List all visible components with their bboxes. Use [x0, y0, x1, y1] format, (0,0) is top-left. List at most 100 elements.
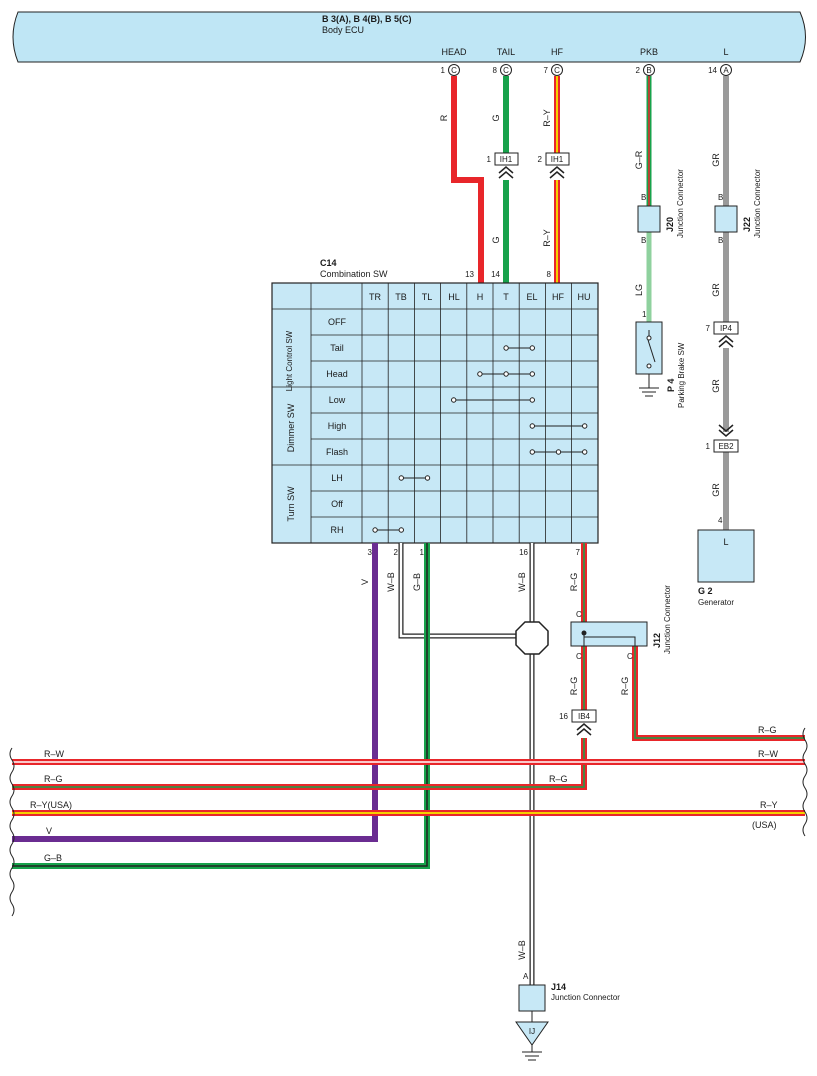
- j12-pin-top: C: [576, 610, 582, 619]
- ecu-code: B 3(A), B 4(B), B 5(C): [322, 14, 412, 24]
- j12-right-color: R–G: [620, 677, 630, 696]
- junction-j12: C C C J12 Junction Connector R–G R–G: [569, 585, 805, 741]
- ground-label: IJ: [529, 1027, 535, 1036]
- ib4-label: IB4: [578, 712, 591, 721]
- j12-left-color: R–G: [569, 677, 579, 696]
- pin-el: 16: [519, 548, 528, 557]
- g2-terminal: L: [723, 537, 728, 547]
- wire-tr-color: V: [360, 579, 370, 585]
- wire-tail-color-lower: G: [491, 236, 501, 243]
- ground-symbol: IJ: [515, 1011, 549, 1061]
- wire-pkb-color-lower: LG: [634, 284, 644, 296]
- wire-tb: W–B: [386, 543, 525, 639]
- j22-code: J22: [742, 217, 752, 232]
- pin-tl: 1: [420, 548, 425, 557]
- column-tr: TR: [369, 292, 381, 302]
- terminal-tail-conn: C: [503, 66, 509, 75]
- j20-name: Junction Connector: [676, 169, 685, 238]
- column-hu: HU: [578, 292, 591, 302]
- wire-l-color-3: GR: [711, 379, 721, 393]
- contact-rh-dot: [398, 527, 404, 533]
- connector-eb2: EB2 1: [706, 424, 739, 453]
- junction-j20: B B J20 Junction Connector: [637, 169, 685, 245]
- column-el: EL: [526, 292, 537, 302]
- combination-sw-name: Combination SW: [320, 269, 388, 279]
- ecu-terminals: HEAD TAIL HF PKB L C C C B A 1 8 7 2 14: [441, 47, 732, 76]
- g2-name: Generator: [698, 598, 734, 607]
- harness-left-ry: R–Y(USA): [30, 800, 72, 810]
- contact-head-dot: [529, 371, 535, 377]
- g2-code: G 2: [698, 586, 713, 596]
- wire-hu: R–G: [569, 543, 587, 622]
- row-turn-off: Off: [331, 499, 343, 509]
- wire-hu-color: R–G: [569, 573, 579, 592]
- wire-tail-color-upper: G: [491, 114, 501, 121]
- ih1-hf-label: IH1: [551, 155, 564, 164]
- harness-lines: R–W R–G R–Y(USA) V G–B R–G R–W R–Y (USA): [9, 725, 808, 917]
- j22-name: Junction Connector: [753, 169, 762, 238]
- harness-right-usa: (USA): [752, 820, 777, 830]
- harness-right-ry: R–Y: [760, 800, 778, 810]
- terminal-hf-label: HF: [551, 47, 563, 57]
- wire-head-color: R: [439, 114, 449, 121]
- wire-hf-color-lower: R–Y: [542, 229, 552, 247]
- contact-lh-dot: [424, 475, 431, 481]
- contact-rh-dot: [372, 527, 378, 533]
- j20-pin-top: B: [641, 193, 646, 202]
- contact-flash-dot: [582, 449, 588, 455]
- group-dimmer: Dimmer SW: [286, 403, 296, 452]
- harness-left-v: V: [46, 826, 52, 836]
- p4-pin: 1: [642, 310, 647, 319]
- wire-tail: G G: [491, 76, 509, 283]
- harness-right-rg: R–G: [758, 725, 777, 735]
- contact-head-dot: [477, 371, 483, 377]
- j22-pin-bottom: B: [718, 236, 723, 245]
- pin-hu: 7: [576, 548, 581, 557]
- row-low: Low: [329, 395, 346, 405]
- pin-tr: 3: [368, 548, 373, 557]
- contact-high-dot: [582, 423, 588, 429]
- pin-h: 13: [465, 270, 474, 279]
- wire-pkb: G–R LG: [634, 76, 652, 322]
- terminal-pkb-label: PKB: [640, 47, 658, 57]
- contact-high-dot: [529, 423, 535, 429]
- wire-hf-color-upper: R–Y: [542, 109, 552, 127]
- wire-tl-color: G–B: [412, 573, 422, 591]
- j14-name-1: Junction Connector: [551, 993, 620, 1002]
- terminal-hf-conn: C: [554, 66, 560, 75]
- g2-pin: 4: [718, 516, 723, 525]
- j12-pin-left: C: [576, 652, 582, 661]
- contact-flash-dot: [555, 449, 562, 455]
- ib4-pin: 16: [559, 712, 568, 721]
- wire-el-color: W–B: [517, 572, 527, 592]
- ih1-hf-pin: 2: [538, 155, 543, 164]
- contact-lh-dot: [398, 475, 404, 481]
- wire-tr: V: [12, 543, 378, 842]
- combination-switch: C14 Combination SW 13 14 8 TR TB TL HL H…: [271, 258, 599, 557]
- j12-pin-right: C: [627, 652, 633, 661]
- contact-head-dot: [503, 371, 509, 377]
- terminal-tail-pin: 8: [493, 66, 498, 75]
- row-high: High: [328, 421, 347, 431]
- wire-tl: G–B: [12, 543, 430, 869]
- group-turn: Turn SW: [286, 486, 296, 522]
- terminal-head-label: HEAD: [441, 47, 467, 57]
- splice-octagon: [515, 621, 549, 655]
- connector-ip4: IP4 7: [706, 321, 739, 348]
- wire-tb-color: W–B: [386, 572, 396, 592]
- row-tail: Tail: [330, 343, 344, 353]
- terminal-pkb-pin: 2: [636, 66, 641, 75]
- p4-code: P 4: [666, 379, 676, 392]
- j20-code: J20: [665, 217, 675, 232]
- column-tb: TB: [395, 292, 407, 302]
- contact-flash-dot: [529, 449, 535, 455]
- connector-ih1-hf: IH1 2: [538, 152, 570, 179]
- ip4-label: IP4: [720, 324, 733, 333]
- j12-name: Junction Connector: [663, 585, 672, 654]
- wire-hf: R–Y R–Y: [542, 76, 560, 283]
- parking-brake-switch: 1 P 4 Parking Brake SW: [635, 310, 686, 408]
- j14-pin: A: [523, 972, 529, 981]
- body-ecu: B 3(A), B 4(B), B 5(C) Body ECU: [12, 11, 806, 63]
- wire-l-color-4: GR: [711, 483, 721, 497]
- terminal-hf-pin: 7: [544, 66, 549, 75]
